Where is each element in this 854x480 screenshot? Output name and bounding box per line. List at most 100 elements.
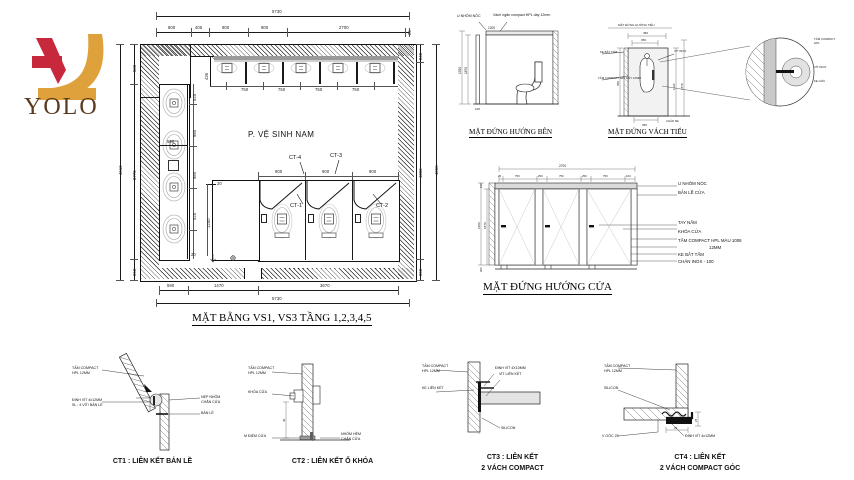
dim-bottom-1: 1470	[214, 283, 224, 288]
ct3-callout-silicon: SILICON	[501, 426, 516, 430]
toilet-fixture[interactable]	[365, 203, 387, 239]
detail-ct4: 25 25 TẤM COMPACT HPL 12MM SILICON V GÓC…	[600, 352, 800, 480]
dim-tick	[305, 172, 306, 180]
urinal-partition	[282, 62, 284, 84]
ct4-callout-dinh-vit: ĐINH VÍT 4x12MM	[685, 434, 716, 438]
svg-text:TẤM COMPACT: TẤM COMPACT	[814, 37, 835, 41]
dim-436: 436	[204, 72, 209, 80]
ct4-callout-hpl12: HPL 12MM	[604, 369, 622, 373]
ct-leaders	[296, 159, 382, 205]
basin-fixture[interactable]	[162, 214, 186, 244]
toilet-fixture[interactable]	[271, 203, 293, 239]
svg-text:1950: 1950	[458, 67, 462, 74]
elevation-urinal-title: MẶT ĐỨNG VÁCH TIỂU	[608, 128, 687, 138]
dim-tick	[189, 230, 197, 231]
callout-tam-compact: TẤM COMPACT HPL MÀU 1006	[678, 238, 742, 243]
basin-icon	[162, 172, 186, 202]
detail-ct3: TẤM COMPACT HPL 12MM KE LIÊN KẾT ĐINH VÍ…	[420, 352, 605, 480]
urinal-fixture[interactable]	[216, 62, 238, 74]
cubicle-handle	[308, 214, 314, 223]
dim-tick	[409, 12, 410, 20]
elevation-side-drawing: 1200 1870 1950 100	[458, 21, 559, 111]
wall-top	[141, 45, 414, 56]
ct1-callout-hpl12: HPL 12MM	[72, 371, 90, 375]
dim-tick	[416, 259, 424, 260]
entry-door	[244, 268, 262, 279]
dim-tick	[156, 28, 157, 37]
svg-text:1950: 1950	[477, 222, 481, 229]
dim-top-1: 405	[195, 25, 203, 30]
svg-text:HPL: HPL	[814, 41, 820, 45]
dim-tick	[416, 44, 424, 45]
svg-text:KE BẮT TẤM: KE BẮT TẤM	[600, 49, 618, 54]
dim-tick	[226, 82, 227, 90]
toilet-fixture[interactable]	[318, 203, 340, 239]
callout-chan-inox: CHÂN INOX - 100	[678, 259, 714, 264]
urinal-fixture[interactable]	[364, 62, 386, 74]
basin-fixture[interactable]	[162, 172, 186, 202]
svg-text:250: 250	[582, 174, 587, 178]
dim-top-5: 25	[407, 30, 412, 35]
ct4-callout-tam-compact: TẤM COMPACT	[604, 364, 631, 368]
dim-top-0: 800	[168, 25, 176, 30]
callout-ban-le-cua: BẢN LỀ CỬA	[678, 190, 705, 195]
dim-basin-3: 525	[192, 212, 197, 220]
urinal-fixture[interactable]	[327, 62, 349, 74]
dim-tick	[191, 28, 192, 37]
dim-tick	[258, 286, 259, 295]
svg-text:1870: 1870	[483, 222, 487, 229]
callout-khoa-cua: KHÓA CỬA	[678, 229, 702, 234]
dim-tick	[159, 286, 160, 295]
note-u-nhom-noc: U NHÔM NÓC	[457, 14, 481, 18]
ct4-callout-vgoc25: V GÓC 25	[602, 434, 619, 438]
callout-tay-nam: TAY NẮM	[678, 220, 697, 225]
dim-cubicle-0: 900	[275, 169, 283, 174]
dim-left-0: 580	[132, 64, 137, 72]
toilet-icon	[365, 203, 387, 239]
detail-tag-ct1: CT-1	[290, 203, 303, 209]
dim-tick	[130, 280, 138, 281]
ct1-title: CT1 : LIÊN KẾT BẢN LỀ	[112, 458, 193, 465]
dim-line-left	[134, 44, 135, 280]
svg-text:350: 350	[642, 123, 647, 127]
cubicle-divider	[352, 180, 354, 260]
dim-gap-20b: 20	[191, 252, 196, 257]
ct3-title-line1: CT3 : LIÊN KẾT	[486, 454, 539, 461]
svg-text:200: 200	[479, 267, 483, 272]
dim-urinal-1: 750	[278, 87, 286, 92]
urinal-fixture[interactable]	[253, 62, 275, 74]
ct2-callout-chan-cua: CHẶN CỬA	[341, 437, 361, 441]
urinal-icon	[364, 62, 386, 74]
cubicle-divider	[305, 180, 307, 260]
svg-text:1200: 1200	[488, 26, 495, 30]
dim-tick	[374, 82, 375, 90]
detail-tag-ct3: CT-3	[330, 153, 343, 159]
ct1-callout-chan-cua: CHẶN CỬA	[201, 400, 221, 404]
dim-top-4: 2700	[339, 25, 349, 30]
dim-tick	[189, 146, 197, 147]
svg-text:750: 750	[515, 174, 520, 178]
elevation-urinal: MẶT ĐỨNG HƯỚNG TIỂU 450 350 KE BẮT TẤM T…	[598, 0, 854, 150]
svg-text:40: 40	[282, 418, 286, 422]
dim-tick	[300, 82, 301, 90]
urinal-partition	[356, 62, 358, 84]
elevation-side-title: MẶT ĐỨNG HƯỚNG BÊN	[469, 128, 553, 138]
dim-tick	[409, 28, 410, 37]
urinal-fixture[interactable]	[290, 62, 312, 74]
soap-dispenser	[168, 160, 179, 171]
dim-tick	[432, 44, 440, 45]
dim-basin-width: 590	[167, 139, 175, 144]
plan-title: MẶT BẰNG VS1, VS3 TẦNG 1,2,3,4,5	[192, 312, 372, 326]
dim-tick	[130, 84, 138, 85]
dim-line-bottom	[159, 290, 398, 291]
basin-fixture[interactable]	[162, 88, 186, 118]
dim-tick	[130, 259, 138, 260]
dim-tick	[416, 62, 424, 63]
dim-tick	[409, 299, 410, 307]
urinal-backing-panel	[214, 56, 398, 60]
detail-ct4-drawing: 25 25	[617, 363, 701, 437]
detail-tag-ct2: CT-2	[376, 203, 389, 209]
dim-urinal-3: 750	[352, 87, 360, 92]
floor-plan: 5730 800 405 900 900 2700 25 P. VỆ SINH …	[0, 0, 450, 340]
elevation-urinal-drawing: MẶT ĐỨNG HƯỚNG TIỂU 450 350 KE BẮT TẤM T…	[598, 22, 835, 127]
